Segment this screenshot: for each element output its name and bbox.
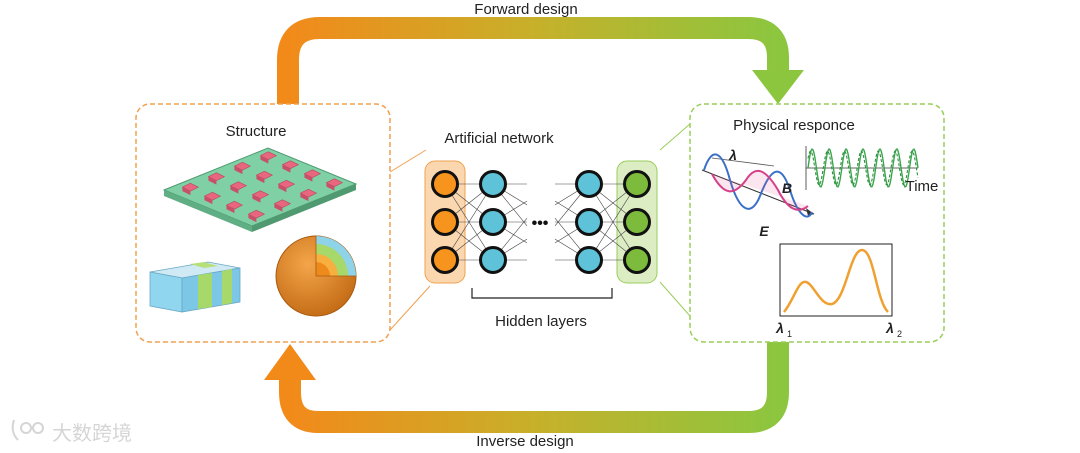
lambda2-label: λ [885,320,894,336]
pillar-side [304,173,313,182]
forward-design-label: Forward design [474,1,577,18]
pillar-side [252,194,261,203]
pillar-side [208,176,217,185]
multilayer-block-icon [149,261,241,313]
pillar-side [248,214,257,223]
network-edge [588,183,638,261]
time-signal-icon [805,146,919,190]
b-field-label: B [782,180,792,196]
hidden-node [479,170,507,198]
hidden-node [575,246,603,274]
lambda1-subscript: 1 [787,329,792,339]
watermark-logo-icon [11,419,44,441]
lambda1-label: λ [775,320,784,336]
pillar-side [300,193,309,202]
pillar-side [230,185,239,194]
metasurface-icon [162,147,358,232]
output-node [623,170,651,198]
hidden-layers-bracket [471,288,613,299]
spectrum-plot-icon [779,243,893,317]
network-edge [444,183,494,261]
pillar-side [278,184,287,193]
e-field-label: E [759,223,769,239]
wave-diagram-icon [701,153,815,218]
pillar-side [282,164,291,173]
network-nodes [431,170,651,274]
pillar-side [226,205,235,214]
network-title: Artificial network [444,130,554,147]
output-node [623,208,651,236]
physical-response-title: Physical responce [733,117,855,134]
panel-connectors [389,149,431,331]
hidden-ellipsis: ••• [532,215,549,232]
inverse-design-label: Inverse design [476,433,574,450]
structure-title: Structure [226,123,287,140]
pillar-side [204,196,213,205]
time-label: Time [906,178,939,195]
pillar-side [326,182,335,191]
hidden-layers-label: Hidden layers [495,313,587,330]
output-node [623,246,651,274]
forward-design-arrow [277,17,804,108]
input-node [431,246,459,274]
watermark: 大数跨境 [11,419,132,445]
lambda2-subscript: 2 [897,329,902,339]
hidden-node [479,208,507,236]
pillar-side [234,166,243,175]
pillar-side [182,187,191,196]
hidden-node [479,246,507,274]
pillar-side [274,203,283,212]
pillar-side [256,175,265,184]
hidden-node [575,208,603,236]
watermark-text: 大数跨境 [52,421,132,445]
input-node [431,208,459,236]
hidden-node [575,170,603,198]
input-node [431,170,459,198]
inverse-design-arrow [264,342,789,433]
core-shell-sphere-icon [275,235,357,317]
panel-connectors-right [659,123,691,317]
pillar-side [260,155,269,164]
wavelength-label: λ [728,147,737,163]
